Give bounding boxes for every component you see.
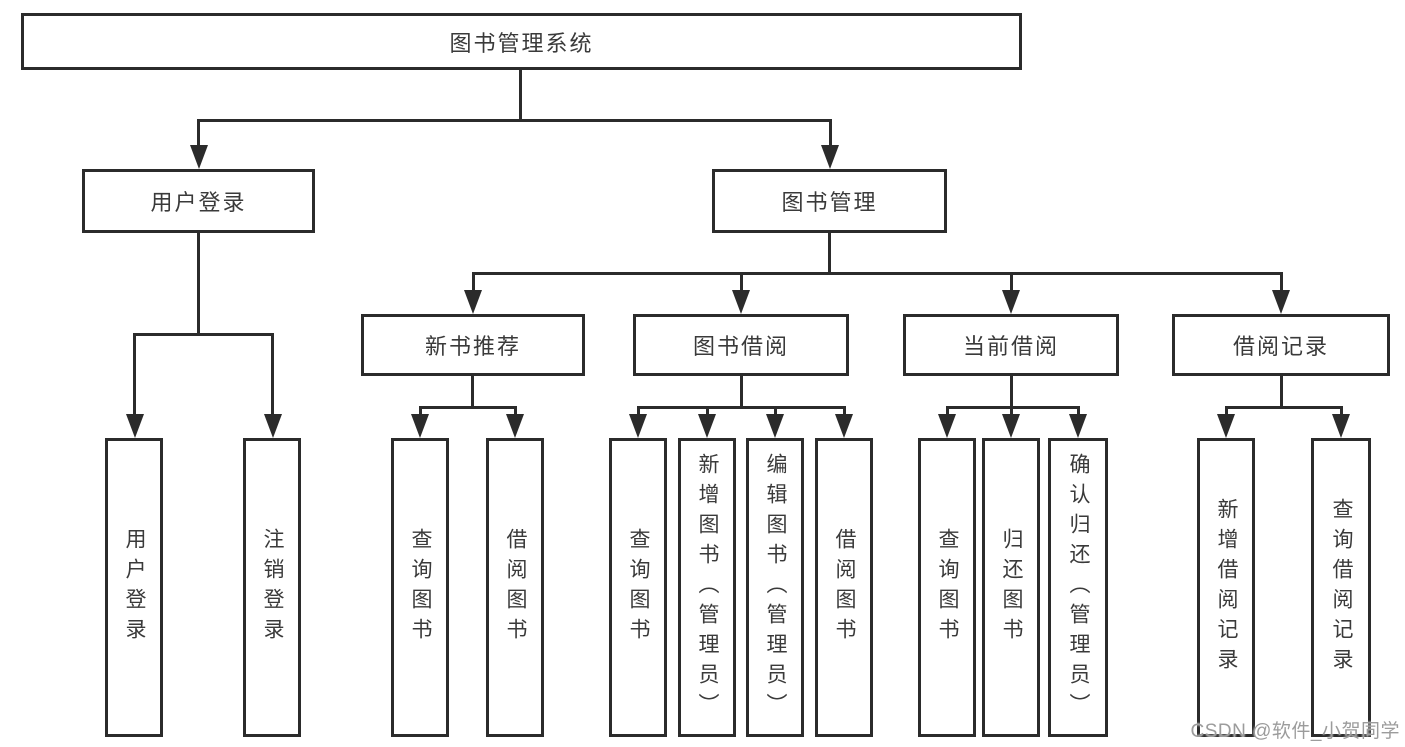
connector-cb-bar [946,406,1080,409]
connector-nb-drop-1 [419,406,422,418]
connector-br-drop-2 [1340,406,1343,418]
arrowhead-down-icon [126,414,144,438]
leaf-br-add-record: 新增借阅记录 [1197,438,1255,737]
leaf-cb-confirm-return-admin: 确认归还（管理员） [1048,438,1108,737]
connector-br-stem [1280,375,1283,408]
leaf-bb-borrow-books: 借阅图书 [815,438,873,737]
connector-bb-drop-4 [843,406,846,418]
connector-cb-drop-2 [1010,406,1013,418]
arrowhead-down-icon [1332,414,1350,438]
connector-ul-drop-1 [133,333,136,416]
node-root: 图书管理系统 [21,13,1022,70]
connector-cb-drop-3 [1077,406,1080,418]
connector-cb-drop-1 [946,406,949,418]
connector-user-login-drop [197,119,200,151]
arrowhead-down-icon [698,414,716,438]
connector-root-bar [197,119,832,122]
arrowhead-down-icon [506,414,524,438]
leaf-user-login: 用户登录 [105,438,163,737]
arrowhead-down-icon [821,145,839,169]
arrowhead-down-icon [1217,414,1235,438]
node-new-book-rec: 新书推荐 [361,314,585,376]
leaf-bb-add-books-admin: 新增图书（管理员） [678,438,736,737]
arrowhead-down-icon [1002,414,1020,438]
arrowhead-down-icon [1272,290,1290,314]
node-user-login: 用户登录 [82,169,315,233]
arrowhead-down-icon [766,414,784,438]
connector-bm-drop-3 [1010,272,1013,296]
node-book-borrow: 图书借阅 [633,314,849,376]
leaf-cb-query-books: 查询图书 [918,438,976,737]
connector-bm-stem [828,232,831,274]
connector-cb-stem [1010,375,1013,408]
leaf-cb-return-books: 归还图书 [982,438,1040,737]
arrowhead-down-icon [264,414,282,438]
connector-nb-drop-2 [514,406,517,418]
arrowhead-down-icon [835,414,853,438]
csdn-watermark: CSDN @软件_小贺同学 [1190,721,1400,742]
arrowhead-down-icon [1069,414,1087,438]
connector-ul-stem [197,232,200,335]
connector-bm-bar [472,272,1283,275]
leaf-rec-borrow-books: 借阅图书 [486,438,544,737]
leaf-rec-query-books: 查询图书 [391,438,449,737]
connector-ul-bar [133,333,274,336]
arrowhead-down-icon [411,414,429,438]
arrowhead-down-icon [190,145,208,169]
leaf-bb-edit-books-admin: 编辑图书（管理员） [746,438,804,737]
node-borrow-record: 借阅记录 [1172,314,1390,376]
node-book-mgmt: 图书管理 [712,169,947,233]
connector-br-bar [1225,406,1343,409]
connector-bb-drop-1 [637,406,640,418]
connector-bm-drop-4 [1280,272,1283,296]
arrowhead-down-icon [629,414,647,438]
connector-bm-drop-1 [472,272,475,296]
connector-bb-drop-2 [706,406,709,418]
arrowhead-down-icon [938,414,956,438]
connector-nb-stem [471,375,474,408]
connector-nb-bar [419,406,517,409]
connector-bb-drop-3 [774,406,777,418]
arrowhead-down-icon [732,290,750,314]
connector-br-drop-1 [1225,406,1228,418]
connector-book-mgmt-drop [829,119,832,151]
leaf-bb-query-books: 查询图书 [609,438,667,737]
leaf-logout: 注销登录 [243,438,301,737]
connector-bb-bar [637,406,846,409]
arrowhead-down-icon [464,290,482,314]
arrowhead-down-icon [1002,290,1020,314]
leaf-br-query-record: 查询借阅记录 [1311,438,1371,737]
connector-root-stem [519,68,522,121]
connector-ul-drop-2 [271,333,274,416]
connector-bb-stem [740,375,743,408]
node-current-borrow: 当前借阅 [903,314,1119,376]
connector-bm-drop-2 [740,272,743,296]
